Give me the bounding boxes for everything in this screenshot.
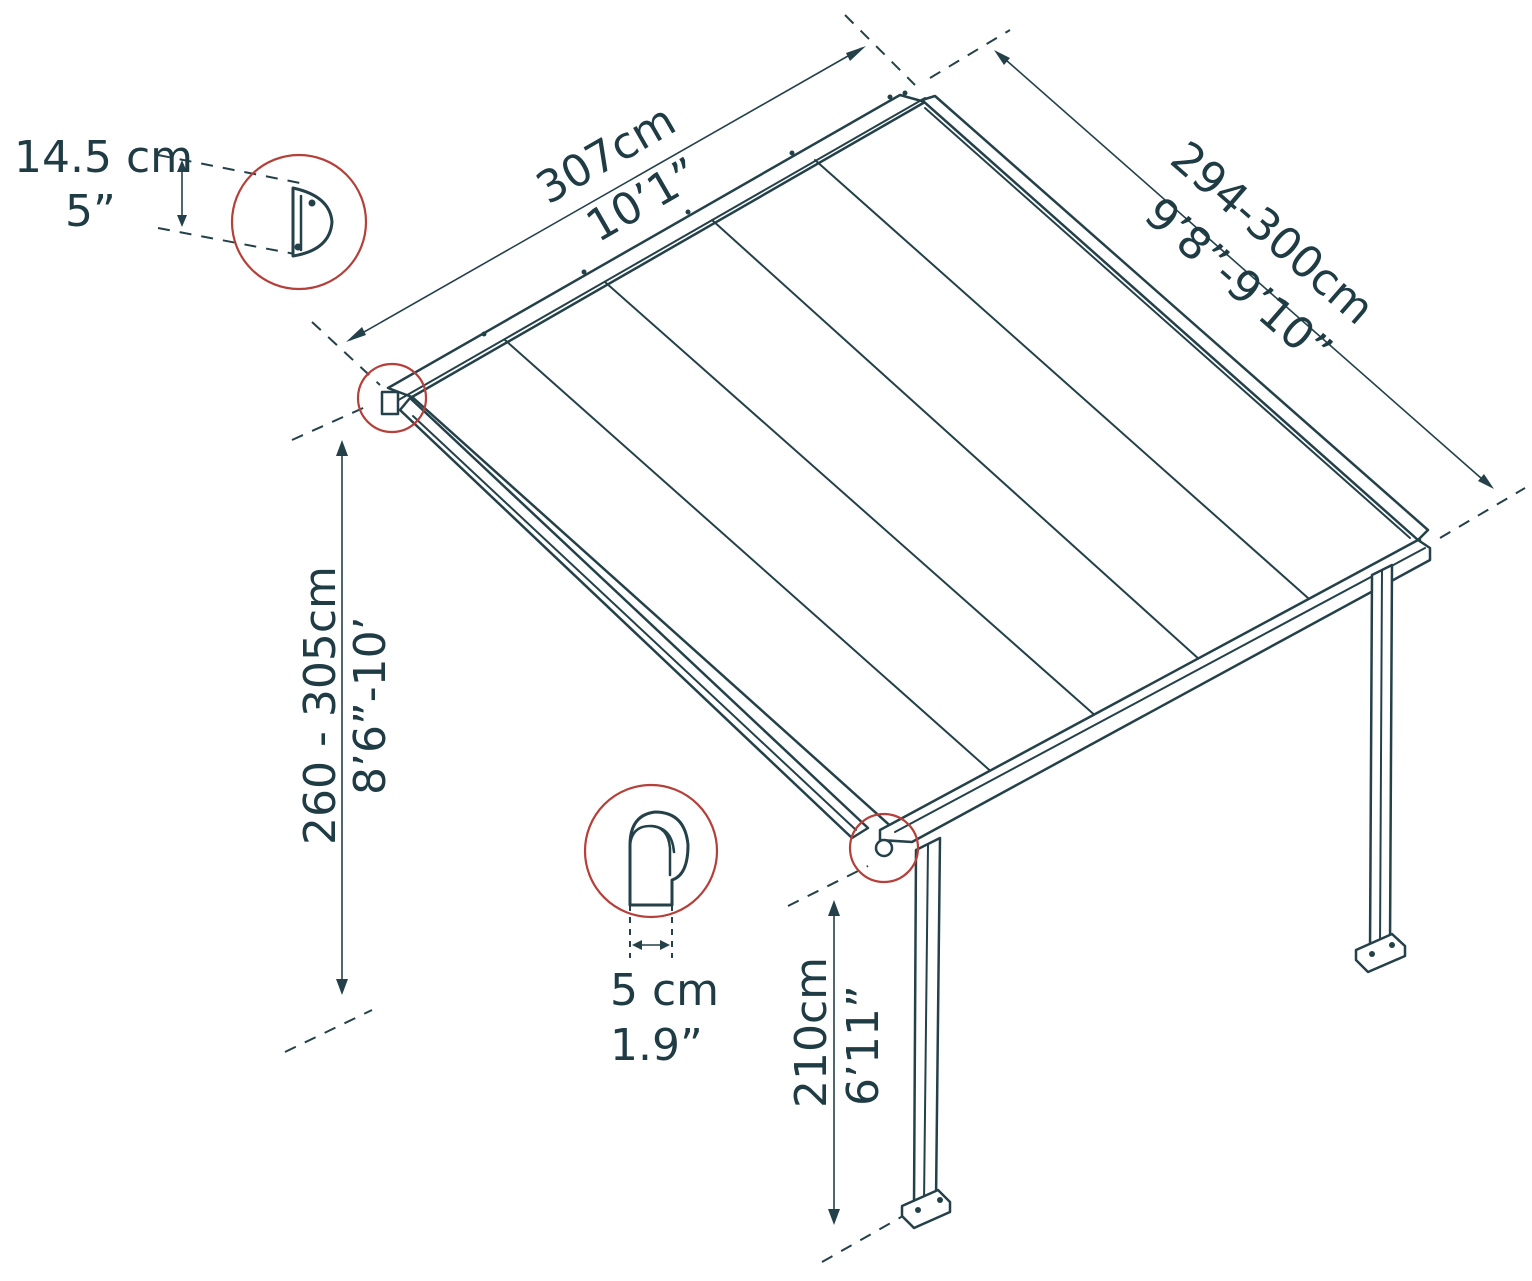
beam-height-label: 14.5 cm 5”: [14, 132, 193, 237]
left-rafter: [398, 396, 870, 840]
post-width-label: 5 cm 1.9”: [610, 965, 719, 1071]
wall-beam-end-cap: [380, 390, 400, 416]
post-width-in-label: 1.9”: [610, 1020, 703, 1071]
front-height-label: 210cm 6’11”: [786, 957, 889, 1108]
post-profile-detail: [583, 783, 719, 919]
wall-beam-bolts: [481, 90, 908, 337]
rear-height-ft-label: 8’6”-10’: [345, 616, 396, 795]
panel-rafters: [504, 159, 1309, 776]
post-width-cm-label: 5 cm: [610, 965, 719, 1016]
right-rafter: [920, 94, 1430, 542]
rear-height-label: 260 - 305cm 8’6”-10’: [295, 566, 396, 845]
dimension-lines: [177, 46, 1494, 1225]
front-height-ft-label: 6’11”: [838, 985, 889, 1106]
front-post-base: [900, 1188, 952, 1230]
posts: [900, 563, 1407, 1230]
roof: [380, 90, 1432, 858]
callout-markers: [356, 362, 920, 884]
front-height-cm-label: 210cm: [786, 957, 837, 1108]
beam-height-in-label: 5”: [65, 186, 116, 237]
back-post-base: [1354, 932, 1407, 974]
extension-lines: [157, 14, 1526, 1263]
rear-height-cm-label: 260 - 305cm: [295, 566, 346, 845]
gutter-end-cap: [874, 838, 894, 858]
beam-height-cm-label: 14.5 cm: [14, 132, 193, 183]
beam-profile-detail: [230, 153, 368, 291]
